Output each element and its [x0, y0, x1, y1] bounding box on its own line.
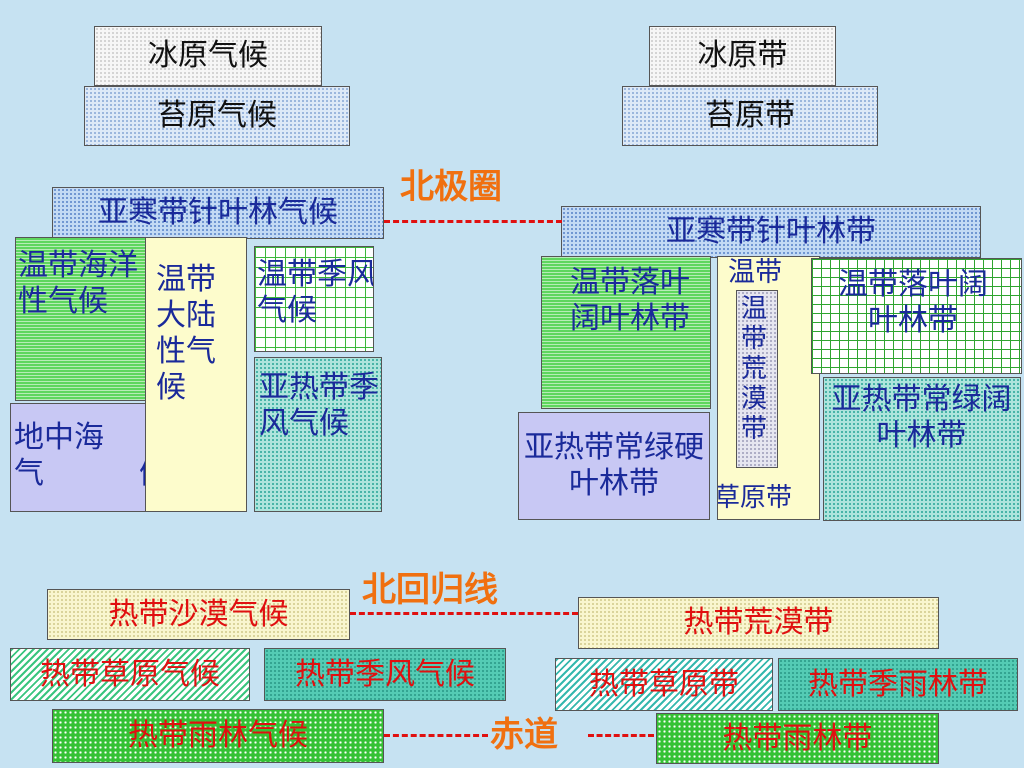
temperate-desert-zone-box: 温带荒漠带 [736, 290, 778, 468]
tropical-rainforest-climate-text: 热带雨林气候 [128, 718, 308, 753]
taiga-zone-text: 亚寒带针叶林带 [666, 214, 876, 249]
temperate-monsoon-climate-box: 温带季风气候 [254, 246, 374, 352]
temperate-desert-zone-text: 温带荒漠带 [741, 294, 768, 444]
tropical-rainforest-zone-text: 热带雨林带 [722, 720, 873, 756]
subtropical-monsoon-climate-box: 亚热带季风气候 [254, 357, 382, 512]
temperate-monsoon-climate-text: 温带季风气候 [257, 257, 374, 328]
subtropical-evergreen-zone-box: 亚热带常绿阔叶林带 [823, 377, 1021, 521]
tropical-rainforest-climate-box: 热带雨林气候 [52, 709, 384, 763]
subarctic-climate-box: 亚寒带针叶林气候 [52, 187, 384, 239]
temperate-deciduous-right-zone-box: 温带落叶阔叶林带 [811, 258, 1022, 374]
temperate-deciduous-right-zone-text: 温带落叶阔叶林带 [838, 267, 988, 338]
ice-cap-zone-box: 冰原带 [649, 26, 836, 86]
tundra-climate-box: 苔原气候 [84, 86, 350, 146]
tropical-desert-climate-text: 热带沙漠气候 [108, 596, 289, 632]
temperate-marine-climate-box: 温带海洋性气候 [15, 237, 155, 401]
subtropical-evergreen-zone-text: 亚热带常绿阔叶林带 [831, 382, 1012, 453]
tropical-monsoon-forest-zone-text: 热带季雨林带 [808, 666, 988, 702]
tropical-grassland-zone-text: 热带草原带 [589, 666, 739, 702]
tropical-monsoon-forest-zone-box: 热带季雨林带 [778, 658, 1018, 711]
subarctic-climate-text: 亚寒带针叶林气候 [98, 195, 338, 230]
subtropical-monsoon-climate-text: 亚热带季风气候 [259, 370, 379, 441]
subtropical-sclerophyll-zone-text: 亚热带常绿硬叶林带 [524, 430, 704, 501]
ice-cap-climate-box: 冰原气候 [94, 26, 322, 86]
tropical-savanna-climate-box: 热带草原气候 [10, 648, 250, 701]
tropic-of-cancer-label: 北回归线 [362, 570, 498, 610]
arctic-circle-dashed-line [384, 220, 562, 223]
tropical-desert-zone-box: 热带荒漠带 [578, 597, 939, 649]
tropic-of-cancer-dashed-line [350, 612, 578, 615]
tropical-rainforest-zone-box: 热带雨林带 [656, 713, 939, 764]
tropical-grassland-zone-box: 热带草原带 [555, 658, 773, 711]
temperate-marine-climate-text: 温带海洋性气候 [18, 248, 138, 319]
tropical-desert-climate-box: 热带沙漠气候 [47, 589, 350, 640]
temperate-zone-top-text: 温带 [728, 257, 782, 288]
mediterranean-climate-line-2: 气 [14, 456, 44, 491]
tundra-zone-text: 苔原带 [705, 98, 795, 133]
equator-dashed-line-right [588, 734, 654, 737]
taiga-zone-box: 亚寒带针叶林带 [561, 206, 981, 258]
arctic-circle-label: 北极圈 [400, 167, 502, 207]
equator-dashed-line-left [384, 734, 488, 737]
tundra-climate-text: 苔原气候 [157, 98, 277, 133]
tropical-desert-zone-text: 热带荒漠带 [683, 605, 834, 640]
equator-label: 赤道 [490, 715, 558, 755]
tropical-savanna-climate-text: 热带草原气候 [40, 656, 220, 692]
temperate-continental-climate-box: 温带大陆性气候 [145, 237, 247, 512]
tundra-zone-box: 苔原带 [622, 86, 878, 146]
tropical-monsoon-climate-text: 热带季风气候 [295, 656, 475, 692]
mediterranean-climate-line-1: 地中海 [14, 420, 104, 455]
temperate-deciduous-left-zone-box: 温带落叶阔叶林带 [541, 256, 711, 409]
subtropical-sclerophyll-zone-box: 亚热带常绿硬叶林带 [518, 412, 710, 520]
ice-cap-climate-text: 冰原气候 [148, 38, 268, 73]
temperate-deciduous-left-zone-text: 温带落叶阔叶林带 [570, 265, 690, 336]
mediterranean-climate-box: 地中海 气 候 [10, 403, 160, 512]
tropical-monsoon-climate-box: 热带季风气候 [264, 648, 506, 701]
grassland-zone-text: 草原带 [717, 483, 793, 513]
temperate-continental-climate-text: 温带大陆性气候 [156, 262, 216, 405]
ice-cap-zone-text: 冰原带 [697, 38, 788, 73]
